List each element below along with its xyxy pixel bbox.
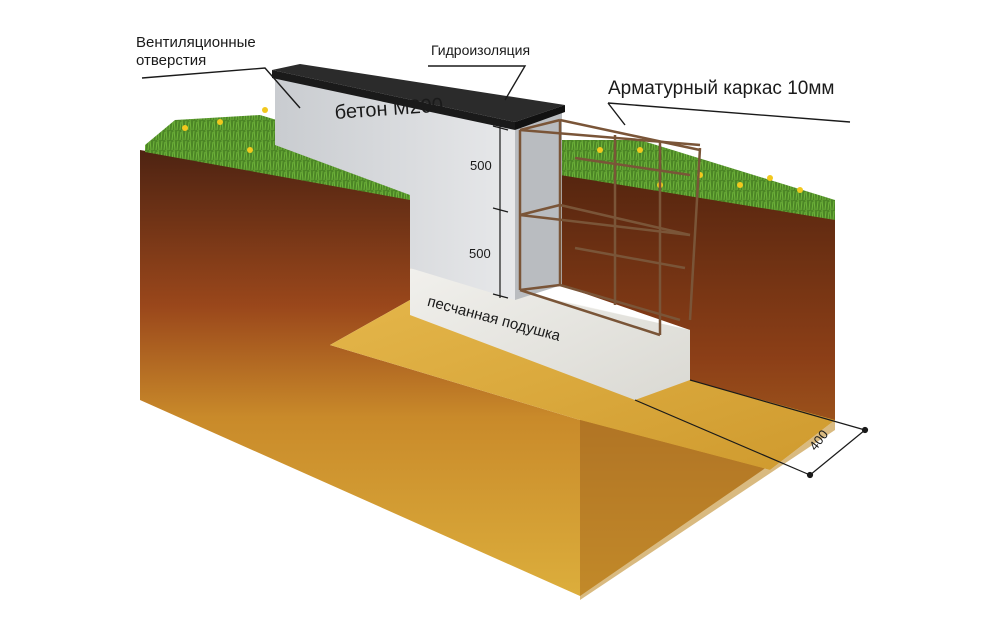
dimension-lower-height: 500 xyxy=(469,246,491,261)
leader-lines xyxy=(141,65,851,126)
leader-ventilation xyxy=(141,67,301,109)
soil-bottom-edge xyxy=(580,420,835,600)
height-dimensions xyxy=(492,125,509,299)
trench-floor xyxy=(330,300,835,470)
sand-front xyxy=(410,268,690,400)
soil-front-face xyxy=(140,150,580,596)
dimension-upper-height: 500 xyxy=(470,158,492,173)
leader-rebar xyxy=(607,102,851,126)
waterproofing-top xyxy=(272,64,565,122)
label-rebar-cage: Арматурный каркас 10мм xyxy=(608,78,835,99)
leader-waterproofing xyxy=(428,65,527,101)
concrete-side xyxy=(515,110,562,300)
label-waterproofing: Гидроизоляция xyxy=(431,42,531,58)
concrete-block xyxy=(272,64,565,300)
label-ventilation-line1: Вентиляционные xyxy=(136,34,256,51)
label-ventilation-line2: отверстия xyxy=(136,52,207,69)
width-dimension xyxy=(634,379,869,479)
waterproofing-edge xyxy=(272,70,515,130)
rebar-cage xyxy=(518,118,702,337)
concrete-front xyxy=(275,78,515,300)
soil-block xyxy=(140,150,835,600)
label-ventilation: Вентиляционные отверстия xyxy=(136,34,256,70)
grass-left xyxy=(145,115,410,200)
waterproofing-side xyxy=(515,105,565,130)
